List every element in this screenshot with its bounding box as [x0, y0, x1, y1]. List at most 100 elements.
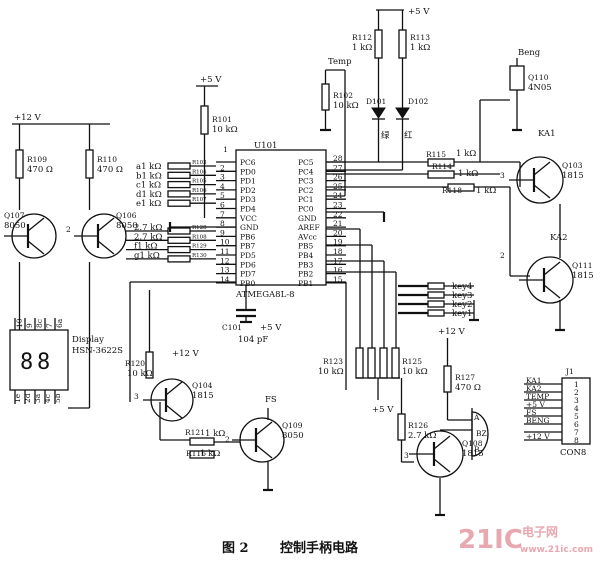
seg-resistor-body: [167, 171, 191, 179]
q109-ref: Q109: [282, 421, 303, 430]
rnet-2: [367, 347, 376, 379]
r102-ref: R102: [333, 91, 353, 100]
mcu-right-pin-num: 18: [333, 247, 343, 256]
key-body: [427, 300, 445, 308]
r127-val: 470 Ω: [455, 383, 481, 393]
q106-ref: Q106: [116, 211, 137, 220]
rnet-1: [355, 347, 364, 379]
mcu-left-pin-num: 4: [220, 182, 225, 191]
resistor-network: R123 10 kΩ R125 10 kΩ: [318, 347, 428, 379]
mcu-left-pin-num: 5: [220, 191, 225, 200]
r115-val: 1 kΩ: [456, 149, 476, 159]
mcu-left-pin-num: 12: [220, 256, 230, 265]
pin-2c: 2: [500, 251, 505, 260]
q106-collector: [97, 217, 115, 232]
rnet-4: [391, 347, 400, 379]
mcu-left-pin-num: 8: [220, 219, 225, 228]
ground-symbols: [168, 124, 565, 517]
d101-color: 绿: [381, 130, 390, 141]
resistor-r120: R120 10 kΩ: [125, 281, 236, 402]
seg-resistor-ref: R107: [192, 197, 207, 203]
q104-collector: [165, 381, 183, 396]
mcu-left-pin-name: PB6: [240, 232, 256, 241]
display-body: [9, 329, 69, 391]
display-pin-top-label: 6a: [55, 318, 64, 328]
seg-resistor-body: [167, 236, 191, 244]
q103-part: 1815: [562, 171, 584, 181]
buzzer-a: A: [473, 413, 480, 422]
mcu-right-pin-num: 19: [333, 238, 343, 247]
display-pin-bottom-label: 1e: [13, 393, 22, 403]
r101-ref: R101: [212, 115, 232, 124]
q111-ref: Q111: [572, 261, 592, 270]
rnet-3: [379, 347, 388, 379]
seg-resistor-ref: R108: [192, 234, 207, 240]
j1-pin-num: 2: [574, 388, 579, 397]
pin-3b: 3: [500, 171, 505, 180]
seg-resistor-label: a1 kΩ: [136, 162, 161, 172]
mcu-right-pin-name: AREF: [297, 223, 320, 232]
resistor-r118: R118 1 kΩ: [442, 183, 496, 196]
r109-val: 470 Ω: [27, 165, 53, 175]
display-part: HSN-3622S: [72, 346, 123, 356]
display-digit-b: 8: [37, 350, 50, 375]
j1-pin-num: 6: [574, 420, 579, 429]
rnet-ref: R123: [323, 357, 343, 366]
supply-12v-top: +12 V: [14, 113, 42, 123]
seg-resistor-ref: R104: [192, 169, 207, 175]
display-pin-bottom-label: 4c: [43, 394, 52, 403]
mcu-right-pin-num: 27: [333, 163, 343, 172]
j1-part: CON8: [560, 448, 586, 458]
d102-triangle: [395, 107, 410, 119]
caption-title: 控制手柄电路: [280, 540, 359, 556]
q108-collector: [433, 435, 451, 450]
pin-2a: 2: [66, 225, 71, 234]
resistor-r121: R121 1 kΩ R116 1 kΩ: [185, 428, 225, 459]
q104-emitter: [165, 404, 183, 419]
beng-label: Beng: [518, 48, 541, 58]
mcu-left-pin-name: PD7: [240, 270, 256, 279]
j1-pin-num: 5: [574, 412, 579, 421]
r114-ref: R114: [432, 162, 452, 171]
seg-resistor-ref: R106: [192, 188, 207, 194]
mcu-right-pin-num: 23: [333, 201, 343, 210]
mcu-left-pin-name: PB0: [240, 279, 256, 288]
q103-collector: [533, 161, 551, 176]
seg-resistor-body: [167, 227, 191, 235]
j1-net-label: KA2: [526, 384, 542, 393]
transistors: Q1078050Q1068050Q1041815Q1031815Q1081815…: [4, 156, 594, 478]
q107-part: 8050: [4, 221, 26, 231]
mcu-left-pin-num: 10: [220, 238, 230, 247]
key-label: key2: [452, 300, 472, 310]
mcu-right-pin-name: PC4: [298, 167, 314, 176]
supply-5v-top: +5 V: [408, 7, 430, 17]
mcu-right-pin-name: PB4: [298, 251, 314, 260]
buzzer-b: B: [474, 445, 480, 454]
mcu-left-pins: PC6PD02PD13PD24PD35PD46VCC7GND8PB69PB710…: [216, 158, 259, 288]
seg-resistor-ref: R128: [192, 225, 207, 231]
pin-2b: 2: [225, 435, 230, 444]
resistor-r126: R126 2.7 kΩ: [397, 413, 436, 441]
j1-net-label: +12 V: [526, 432, 550, 441]
d101-ref: D101: [366, 97, 386, 106]
q109-part: 8050: [282, 431, 304, 441]
supply-5v-bottom: +5 V: [372, 405, 394, 415]
watermark-brand: 21IC: [458, 525, 523, 555]
mcu-left-pin-name: PD5: [240, 251, 256, 260]
temp-label: Temp: [328, 57, 352, 67]
r120-ref: R120: [125, 359, 145, 368]
j1-pin-num: 3: [574, 396, 579, 405]
r116-ref: R116: [186, 449, 206, 458]
key-label: key3: [452, 291, 472, 301]
seg-resistor-label: 2.7 kΩ: [134, 223, 162, 233]
q107-emitter: [27, 240, 45, 255]
seg-resistor-label: 2.7 kΩ: [134, 232, 162, 242]
j1-net-label: BENG: [526, 416, 550, 425]
display-digit-a: 8: [20, 350, 33, 375]
resistor-r113: R113 1 kΩ: [398, 10, 430, 100]
ka1-label: KA1: [538, 129, 556, 139]
